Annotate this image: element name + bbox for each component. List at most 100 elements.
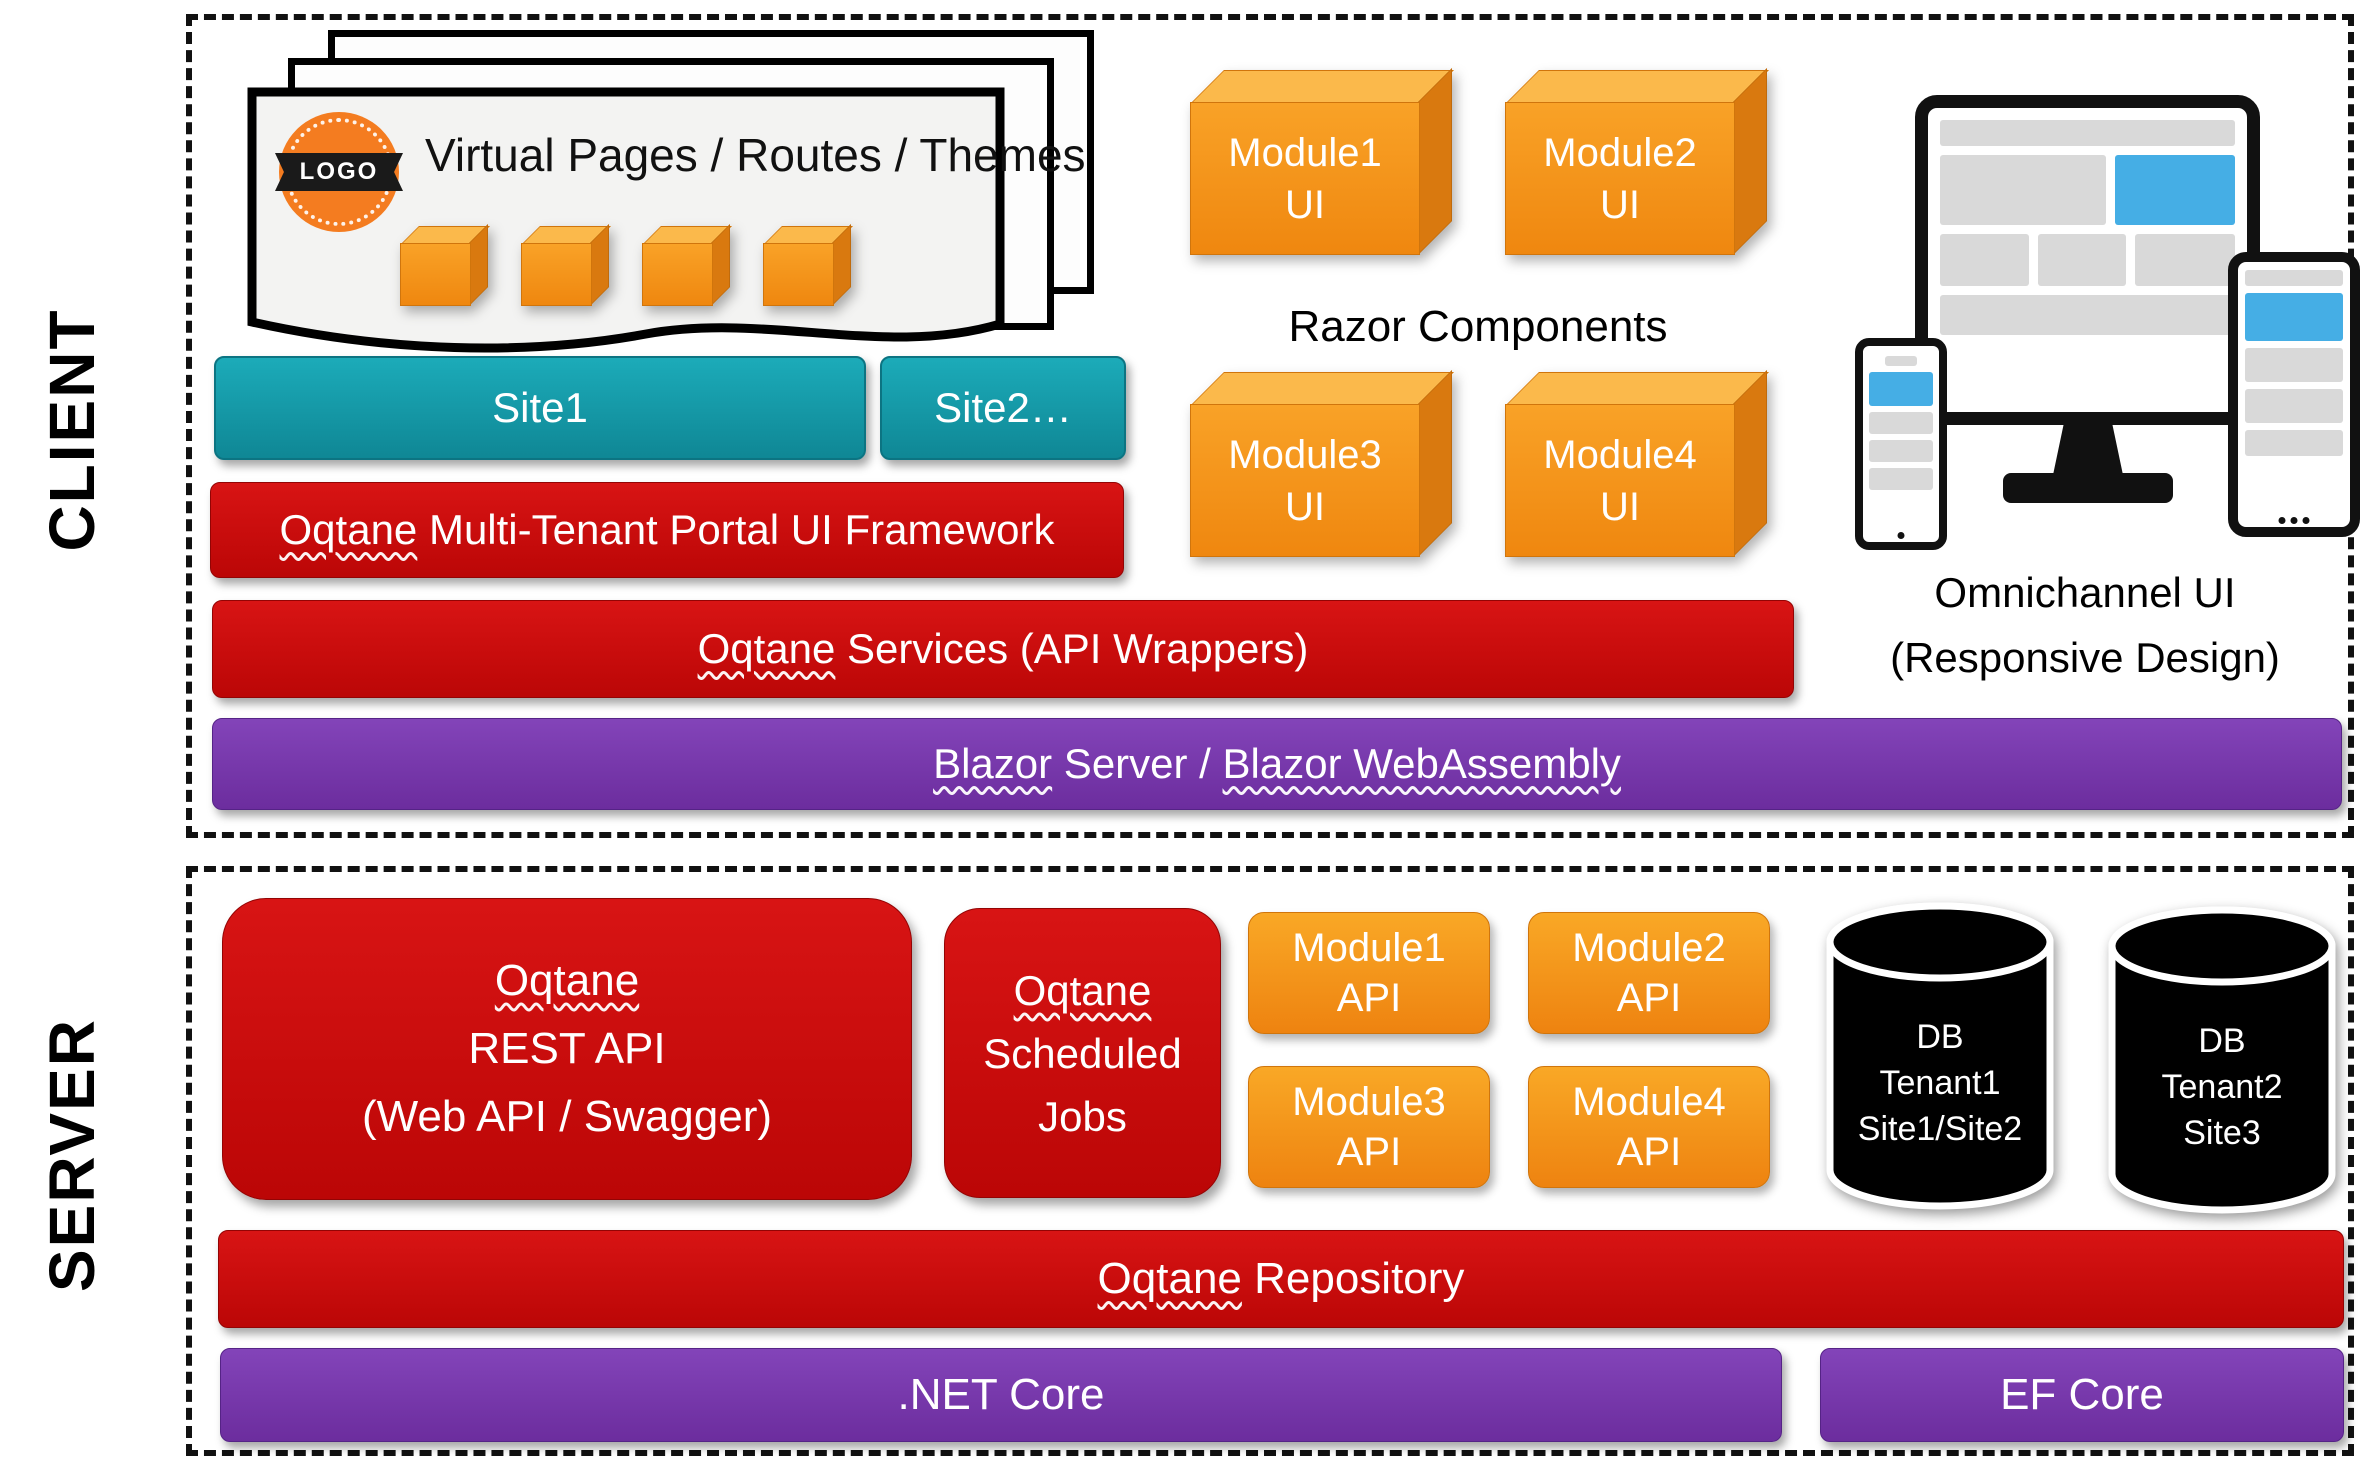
cube-top-face <box>1505 70 1769 104</box>
omnichannel-line2: (Responsive Design) <box>1890 634 2280 682</box>
site1-box: Site1 <box>214 356 866 460</box>
virtual-pages-title: Virtual Pages / Routes / Themes <box>425 129 1086 181</box>
module4-ui-line1: Module4 <box>1543 432 1697 477</box>
module2-api-line2: API <box>1616 976 1682 1020</box>
cube-icon <box>521 224 611 306</box>
server-section-label: SERVER <box>36 1017 108 1293</box>
phone-button <box>1897 532 1905 539</box>
services-word1: Oqtane <box>697 625 836 672</box>
module3-ui-line2: UI <box>1285 484 1325 529</box>
cube-top-face <box>1190 372 1454 406</box>
scheduled-jobs-line3: Jobs <box>1038 1092 1127 1140</box>
cube-front-face <box>642 243 713 306</box>
scheduled-jobs-box: Oqtane Scheduled Jobs <box>944 908 1221 1198</box>
blazor-word3: WebAssembly <box>1341 740 1621 787</box>
db1-line3: Site1/Site2 <box>1858 1110 2022 1148</box>
monitor-screen <box>1940 120 2235 400</box>
blazor-bar: Blazor Server / Blazor WebAssembly <box>212 718 2342 810</box>
scheduled-jobs-line1: Oqtane <box>1013 966 1152 1014</box>
monitor-stand-base <box>2003 473 2173 503</box>
cube-icon <box>763 224 853 306</box>
module2-api-line1: Module2 <box>1572 926 1726 970</box>
logo-banner: LOGO <box>275 153 403 191</box>
services-bar: Oqtane Services (API Wrappers) <box>212 600 1794 698</box>
cube-side-face <box>1418 370 1452 557</box>
module3-api-box: Module3 API <box>1248 1066 1490 1188</box>
module1-ui-line2: UI <box>1285 182 1325 227</box>
db1-line1: DB <box>1916 1018 1963 1056</box>
db2-line1: DB <box>2198 1022 2245 1060</box>
cube-front-face <box>521 243 592 306</box>
tablet-icon <box>2228 252 2360 537</box>
cube-icon <box>400 224 490 306</box>
rest-api-line2: REST API <box>468 1023 666 1073</box>
db2-line2: Tenant2 <box>2162 1068 2283 1106</box>
module4-api-line1: Module4 <box>1572 1080 1726 1124</box>
module1-api-line2: API <box>1336 976 1402 1020</box>
logo-badge-icon: LOGO <box>275 118 403 226</box>
module4-api-box: Module4 API <box>1528 1066 1770 1188</box>
module3-api-line1: Module3 <box>1292 1080 1446 1124</box>
omnichannel-line1: Omnichannel UI <box>1934 569 2236 616</box>
database-tenant1-icon: DB Tenant1 Site1/Site2 <box>1826 902 2054 1210</box>
module3-api-line2: API <box>1336 1130 1402 1174</box>
repository-word1: Oqtane <box>1097 1254 1242 1303</box>
module1-ui-line1: Module1 <box>1228 130 1382 175</box>
site2-label: Site2… <box>934 384 1072 431</box>
dotnet-core-label: .NET Core <box>897 1370 1105 1419</box>
monitor-icon <box>1915 95 2260 425</box>
site2-box: Site2… <box>880 356 1126 460</box>
ef-core-bar: EF Core <box>1820 1348 2344 1442</box>
cube-top-face <box>1505 372 1769 406</box>
site1-label: Site1 <box>492 384 588 431</box>
portal-framework-word1: Oqtane <box>279 506 418 553</box>
rest-api-line3: (Web API / Swagger) <box>361 1092 773 1142</box>
cube-front-face <box>763 243 834 306</box>
db1-line2: Tenant1 <box>1880 1064 2001 1102</box>
dotnet-core-bar: .NET Core <box>220 1348 1782 1442</box>
cube-side-face <box>1733 68 1767 255</box>
portal-framework-bar: Oqtane Multi-Tenant Portal UI Framework <box>210 482 1124 578</box>
repository-bar: Oqtane Repository <box>218 1230 2344 1328</box>
cube-icon <box>642 224 732 306</box>
module4-ui-line2: UI <box>1600 484 1640 529</box>
module4-api-line2: API <box>1616 1130 1682 1174</box>
module1-api-box: Module1 API <box>1248 912 1490 1034</box>
database-tenant2-icon: DB Tenant2 Site3 <box>2108 906 2336 1214</box>
blazor-mid: Server / <box>1052 740 1223 787</box>
blazor-word2: Blazor <box>1222 740 1342 787</box>
monitor-stand-neck <box>2053 425 2123 475</box>
scheduled-jobs-line2: Scheduled <box>983 1029 1182 1077</box>
rest-api-box: Oqtane REST API (Web API / Swagger) <box>222 898 912 1200</box>
cube-front-face <box>400 243 471 306</box>
cube-top-face <box>1190 70 1454 104</box>
module3-ui-line1: Module3 <box>1228 432 1382 477</box>
ef-core-label: EF Core <box>2000 1370 2164 1419</box>
omnichannel-label: Omnichannel UI (Responsive Design) <box>1880 560 2290 690</box>
rest-api-line1: Oqtane <box>494 955 640 1005</box>
db2-line3: Site3 <box>2183 1114 2261 1152</box>
repository-rest: Repository <box>1241 1254 1465 1303</box>
razor-components-label: Razor Components <box>1288 302 1668 351</box>
module2-api-box: Module2 API <box>1528 912 1770 1034</box>
cube-side-face <box>1418 68 1452 255</box>
services-rest: Services (API Wrappers) <box>835 625 1309 672</box>
smartphone-icon <box>1855 338 1947 550</box>
module2-ui-line2: UI <box>1600 182 1640 227</box>
client-section-label: CLIENT <box>36 308 108 552</box>
module1-api-line1: Module1 <box>1292 926 1446 970</box>
server-section-frame <box>186 866 2354 1456</box>
portal-framework-rest: Multi-Tenant Portal UI Framework <box>417 506 1055 553</box>
tablet-buttons <box>2278 517 2310 524</box>
blazor-word1: Blazor <box>933 740 1053 787</box>
module2-ui-line1: Module2 <box>1543 130 1697 175</box>
